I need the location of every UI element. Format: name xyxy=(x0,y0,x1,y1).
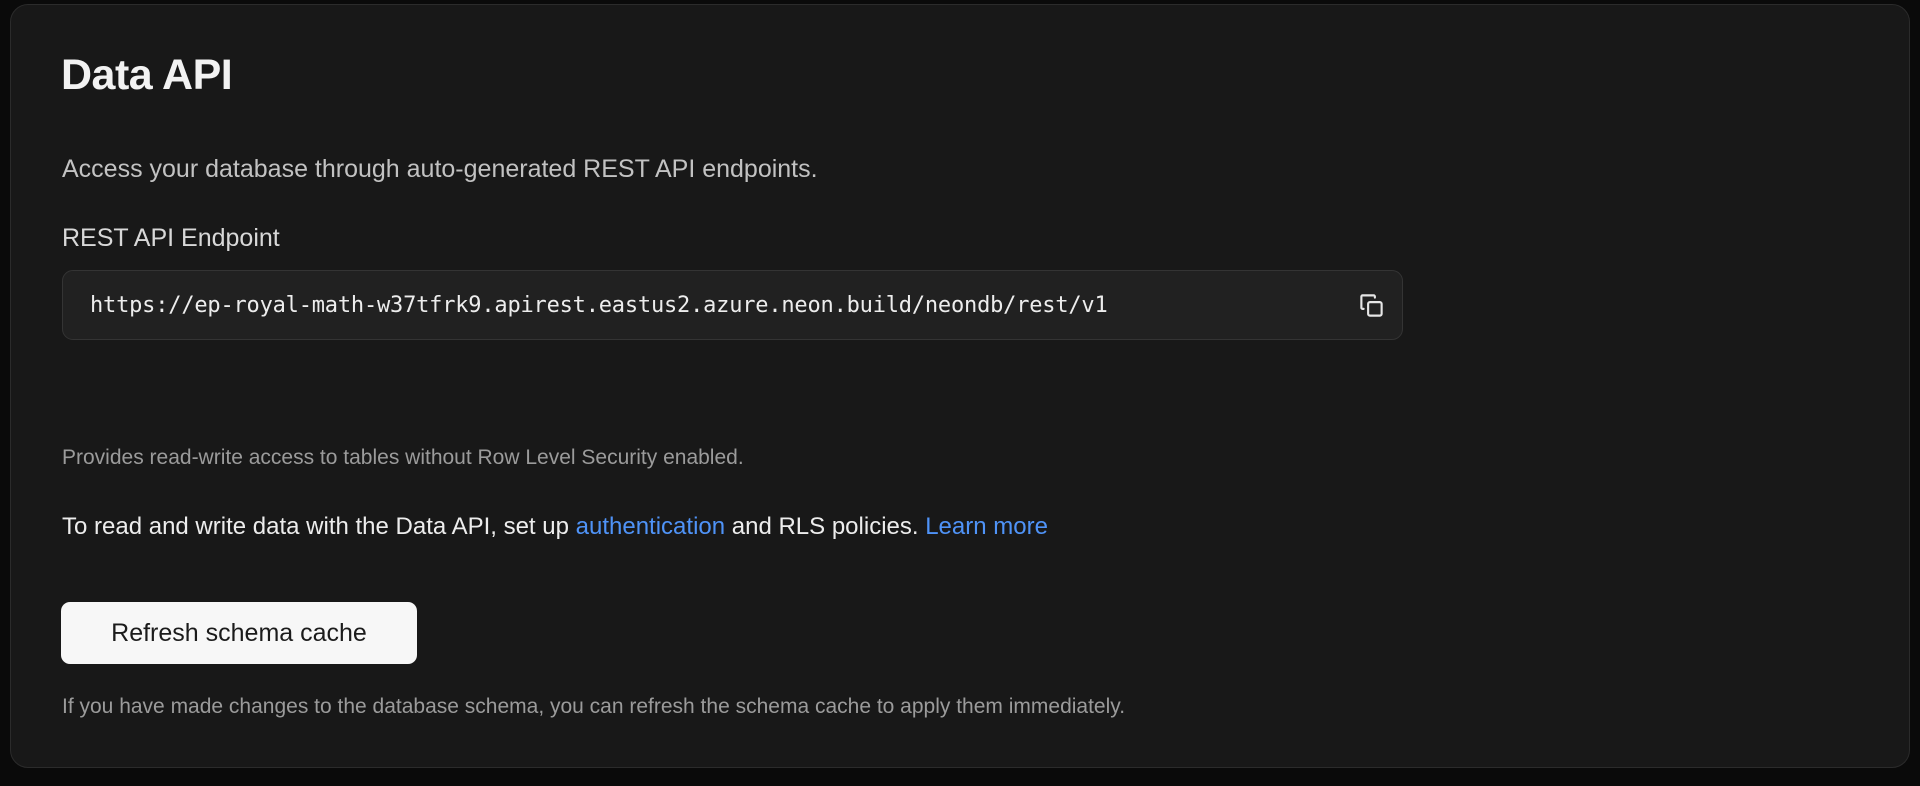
data-api-card: Data API Access your database through au… xyxy=(10,4,1910,768)
refresh-schema-cache-button[interactable]: Refresh schema cache xyxy=(61,602,417,664)
page-title: Data API xyxy=(61,51,233,99)
rest-api-endpoint-field[interactable]: https://ep-royal-math-w37tfrk9.apirest.e… xyxy=(62,270,1403,340)
copy-icon xyxy=(1358,292,1385,319)
card-description: Access your database through auto-genera… xyxy=(62,155,818,183)
rest-api-endpoint-value[interactable]: https://ep-royal-math-w37tfrk9.apirest.e… xyxy=(90,292,1108,318)
endpoint-help-text: Provides read-write access to tables wit… xyxy=(62,446,744,469)
learn-more-link[interactable]: Learn more xyxy=(925,513,1048,540)
rls-policy-note: To read and write data with the Data API… xyxy=(62,510,1048,544)
rls-note-middle: and RLS policies. xyxy=(725,513,926,540)
copy-endpoint-button[interactable] xyxy=(1340,271,1402,339)
rls-note-prefix: To read and write data with the Data API… xyxy=(62,513,576,540)
authentication-link[interactable]: authentication xyxy=(575,513,726,540)
refresh-help-text: If you have made changes to the database… xyxy=(62,695,1126,718)
rest-api-endpoint-label: REST API Endpoint xyxy=(62,224,280,252)
